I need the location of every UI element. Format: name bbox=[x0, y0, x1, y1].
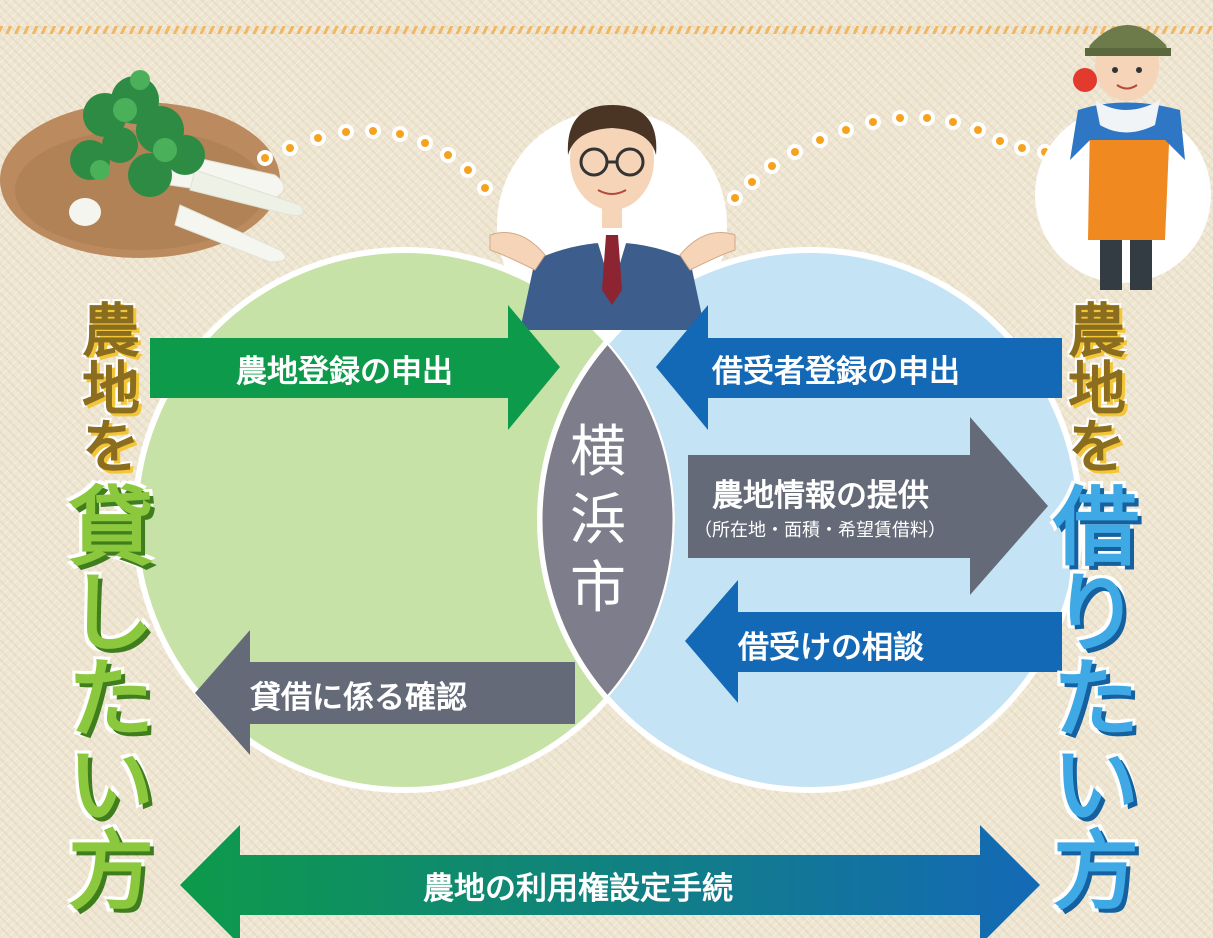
info-provision-label: 農地情報の提供 bbox=[712, 478, 929, 514]
rights-procedure-label: 農地の利用権設定手続 bbox=[423, 871, 733, 907]
title-char: 方 bbox=[1053, 822, 1139, 922]
title-char: を bbox=[1068, 413, 1127, 481]
title-char: 貸 bbox=[68, 478, 154, 578]
title-char: り bbox=[1053, 564, 1139, 664]
borrow-consult-arrow bbox=[685, 580, 1062, 703]
dotted-path-right bbox=[727, 110, 1053, 206]
info-provision-sublabel: （所在地・面積・希望賃借料） bbox=[694, 520, 946, 541]
borrower-register-arrow bbox=[656, 305, 1062, 430]
lender-title-line1: 農 地 を bbox=[82, 302, 140, 476]
info-provision-arrow bbox=[688, 417, 1048, 595]
farmer-illustration bbox=[1070, 25, 1185, 290]
title-char: 地 bbox=[1068, 355, 1127, 423]
lender-register-label: 農地登録の申出 bbox=[236, 354, 453, 390]
borrower-register-label: 借受者登録の申出 bbox=[712, 354, 960, 390]
lease-confirm-label: 貸借に係る確認 bbox=[250, 680, 467, 716]
title-char: 方 bbox=[68, 822, 154, 922]
title-char: を bbox=[82, 413, 141, 481]
center-city-name: 横 浜 市 bbox=[570, 425, 626, 617]
title-char: た bbox=[1053, 650, 1139, 750]
title-char: い bbox=[68, 736, 154, 836]
lease-confirm-arrow bbox=[195, 630, 575, 755]
lender-title-line2: 貸 し た い 方 bbox=[68, 485, 154, 915]
title-char: 農 bbox=[1068, 297, 1127, 365]
borrow-consult-label: 借受けの相談 bbox=[738, 630, 924, 666]
title-char: し bbox=[68, 564, 154, 664]
city-staff-illustration bbox=[489, 105, 736, 330]
borrower-title-line2: 借 り た い 方 bbox=[1053, 485, 1139, 915]
title-char: い bbox=[1053, 736, 1139, 836]
lender-register-arrow bbox=[150, 305, 560, 430]
center-char: 市 bbox=[570, 556, 626, 621]
title-char: た bbox=[68, 650, 154, 750]
center-char: 浜 bbox=[570, 488, 626, 553]
center-char: 横 bbox=[570, 420, 626, 485]
title-char: 地 bbox=[82, 355, 141, 423]
dotted-path-left bbox=[257, 123, 493, 196]
decorative-stripe bbox=[0, 26, 1213, 34]
rights-procedure-arrow bbox=[180, 825, 1040, 938]
borrower-title-line1: 農 地 を bbox=[1068, 302, 1126, 476]
title-char: 農 bbox=[82, 297, 141, 365]
radish-field-illustration bbox=[0, 70, 304, 263]
title-char: 借 bbox=[1053, 478, 1139, 578]
